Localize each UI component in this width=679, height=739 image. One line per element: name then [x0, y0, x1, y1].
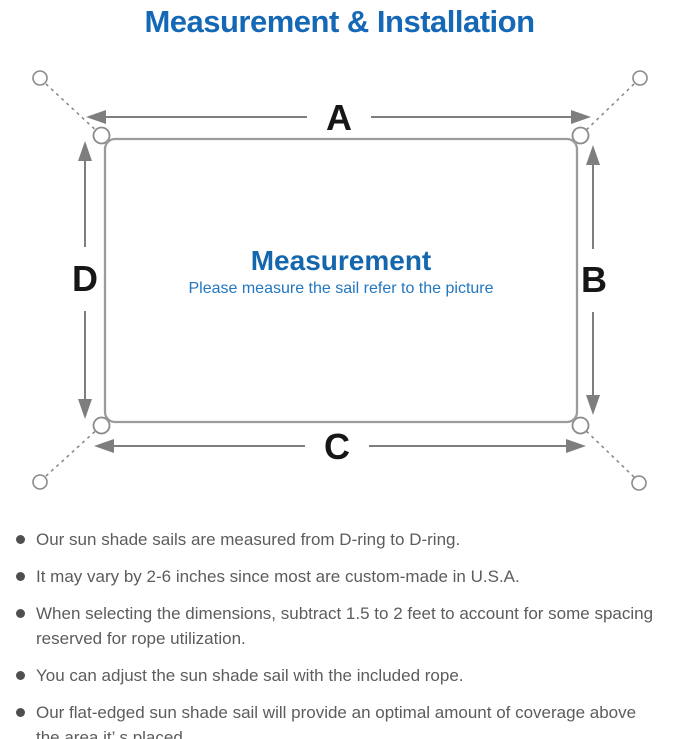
- bullet-icon: [16, 535, 25, 544]
- note-text: Our sun shade sails are measured from D-…: [36, 530, 461, 549]
- anchor-ring-top-left: [32, 70, 48, 86]
- list-item: Our sun shade sails are measured from D-…: [16, 527, 663, 552]
- dimension-label-d: D: [72, 258, 98, 299]
- bullet-icon: [16, 572, 25, 581]
- diagram-inner-title: Measurement: [251, 245, 432, 276]
- sail-rectangle: [103, 137, 579, 424]
- dimension-label-a: A: [326, 97, 352, 138]
- notes-list: Our sun shade sails are measured from D-…: [16, 527, 663, 739]
- bullet-icon: [16, 671, 25, 680]
- bullet-icon: [16, 609, 25, 618]
- dimension-label-c: C: [324, 426, 350, 467]
- anchor-ring-bottom-right: [631, 475, 647, 491]
- rope-dashed-top-right: [580, 83, 635, 136]
- list-item: You can adjust the sun shade sail with t…: [16, 663, 663, 688]
- dimension-label-b: B: [581, 259, 607, 300]
- dimension-arrow-a: [86, 110, 591, 124]
- note-text: Our flat-edged sun shade sail will provi…: [36, 703, 637, 739]
- list-item: When selecting the dimensions, subtract …: [16, 601, 663, 651]
- anchor-ring-top-right: [632, 70, 648, 86]
- bullet-icon: [16, 708, 25, 717]
- d-ring-bottom-right: [571, 416, 590, 435]
- list-item: Our flat-edged sun shade sail will provi…: [16, 700, 663, 739]
- note-text: It may vary by 2-6 inches since most are…: [36, 567, 520, 586]
- list-item: It may vary by 2-6 inches since most are…: [16, 564, 663, 589]
- d-ring-top-right: [571, 126, 590, 145]
- measurement-diagram: A C D B Measurement Please measure the s…: [32, 70, 648, 491]
- rope-dashed-top-left: [45, 83, 102, 136]
- rope-dashed-bottom-left: [45, 425, 102, 477]
- d-ring-bottom-left: [92, 416, 111, 435]
- dimension-arrow-d: [78, 141, 92, 419]
- dimension-arrow-b: [586, 145, 600, 415]
- diagram-inner-subtitle: Please measure the sail refer to the pic…: [188, 280, 493, 297]
- page-title: Measurement & Installation: [144, 4, 535, 39]
- note-text: When selecting the dimensions, subtract …: [36, 604, 654, 648]
- anchor-ring-bottom-left: [32, 474, 48, 490]
- d-ring-top-left: [92, 126, 111, 145]
- rope-dashed-bottom-right: [580, 425, 635, 478]
- dimension-arrow-c: [94, 439, 586, 453]
- note-text: You can adjust the sun shade sail with t…: [36, 666, 464, 685]
